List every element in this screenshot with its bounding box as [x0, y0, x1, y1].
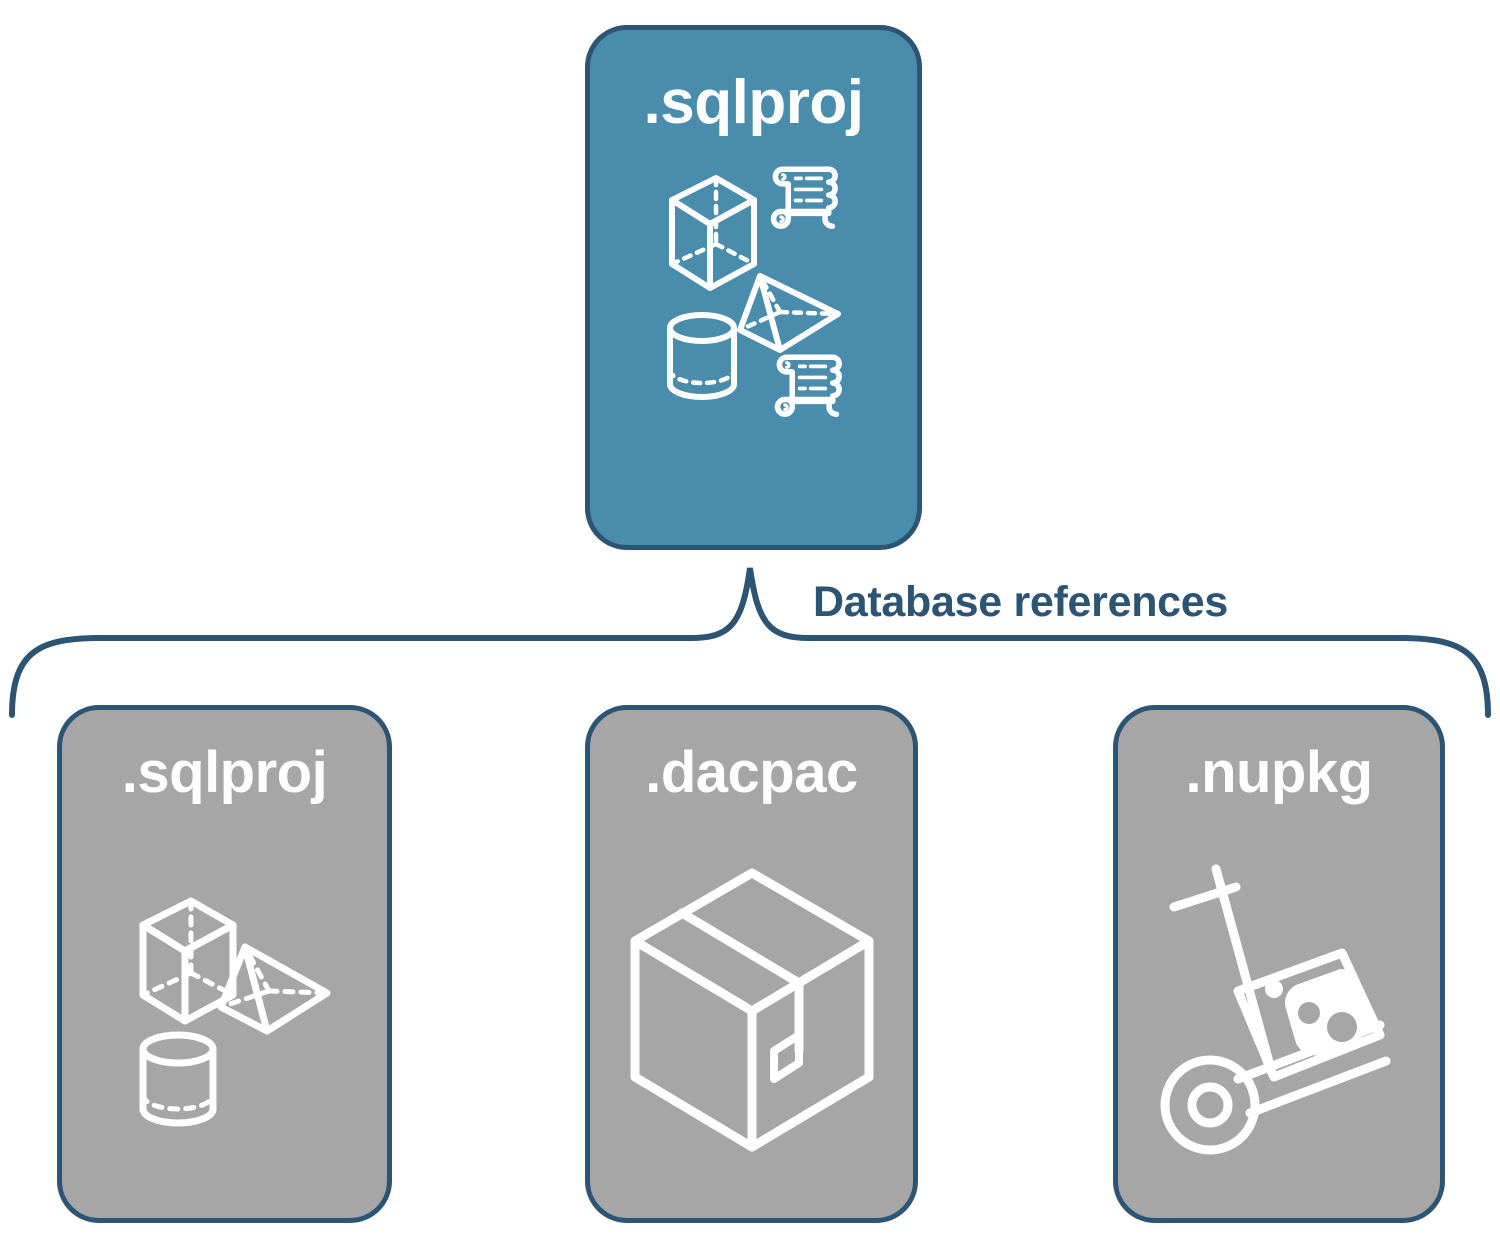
cube-icon: [668, 175, 757, 291]
package-box-icon: [630, 868, 873, 1152]
hand-truck-package-icon: [1160, 864, 1391, 1155]
connector-label: Database references: [813, 578, 1228, 626]
dacpac-icon-group: [590, 802, 913, 1218]
cylinder-icon: [139, 1031, 216, 1127]
node-root-sqlproj[interactable]: .sqlproj: [585, 25, 922, 550]
root-icon-group: [654, 152, 854, 422]
node-root-title: .sqlproj: [643, 68, 864, 137]
cylinder-icon: [666, 312, 737, 400]
node-child-sqlproj-title: .sqlproj: [121, 740, 328, 805]
scroll-icon: [774, 354, 842, 418]
node-child-sqlproj[interactable]: .sqlproj: [57, 705, 392, 1223]
cube-icon: [139, 897, 236, 1025]
sqlproj-icon-group: [62, 802, 387, 1218]
nupkg-icon-group: [1118, 802, 1440, 1218]
node-child-nupkg[interactable]: .nupkg: [1113, 705, 1445, 1223]
node-child-dacpac[interactable]: .dacpac: [585, 705, 918, 1223]
pyramid-icon: [736, 273, 841, 353]
pyramid-icon: [217, 943, 330, 1035]
scroll-icon: [770, 166, 838, 230]
node-child-dacpac-title: .dacpac: [645, 740, 858, 805]
node-child-nupkg-title: .nupkg: [1185, 740, 1373, 805]
